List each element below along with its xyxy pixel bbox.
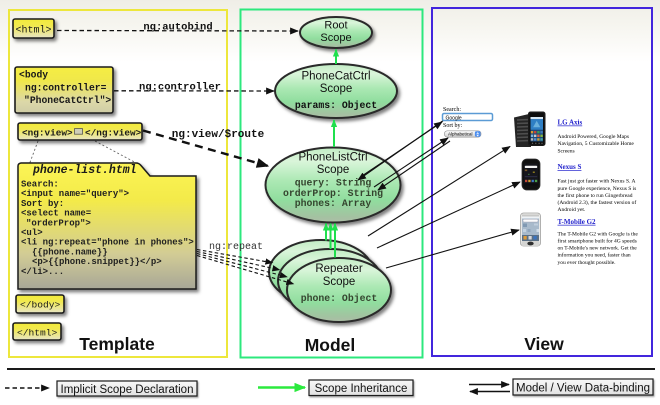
svg-text:</html>: </html> <box>17 327 58 338</box>
svg-text:phone: Object: phone: Object <box>301 293 377 304</box>
svg-text:PhoneCatCtrl: PhoneCatCtrl <box>301 71 370 83</box>
svg-text:ng:controller=: ng:controller= <box>25 82 107 93</box>
svg-text:first smartphone built for 4G: first smartphone built for 4G speeds <box>558 238 637 245</box>
svg-text:Model / View Data-binding: Model / View Data-binding <box>516 382 650 394</box>
svg-text:"PhoneCatCtrl">: "PhoneCatCtrl"> <box>24 95 111 106</box>
svg-text:<p>{{phone.snippet}}</p>: <p>{{phone.snippet}}</p> <box>32 257 162 267</box>
svg-text:query: String: query: String <box>295 178 372 189</box>
svg-text:Scope: Scope <box>317 164 350 176</box>
svg-text:Nexus S: Nexus S <box>558 163 582 171</box>
svg-text:Navigation, 5 Customizable Hom: Navigation, 5 Customizable Home <box>558 141 635 147</box>
svg-text:</ng:view>: </ng:view> <box>85 127 142 138</box>
svg-text:Android yet.: Android yet. <box>558 207 586 213</box>
svg-text:the first phone to run Gingerb: the first phone to run Gingerbread <box>558 192 633 199</box>
svg-text:Scope: Scope <box>320 32 351 44</box>
svg-text:on T-Mobile's new network. Get: on T-Mobile's new network. Get the <box>558 246 638 252</box>
svg-text:{{phone.name}}: {{phone.name}} <box>32 247 108 257</box>
svg-text:ng:controller: ng:controller <box>139 81 221 93</box>
svg-text:Implicit Scope Declaration: Implicit Scope Declaration <box>61 384 194 396</box>
svg-text:Fast just got faster with Nexu: Fast just got faster with Nexus S. A <box>558 178 636 185</box>
svg-text:Model: Model <box>305 335 356 355</box>
svg-text:Search:: Search: <box>21 180 59 190</box>
svg-text:Repeater: Repeater <box>315 263 362 275</box>
svg-text:ng:view/$route: ng:view/$route <box>172 129 265 141</box>
svg-text:orderProp: String: orderProp: String <box>283 188 383 199</box>
svg-text:Screens: Screens <box>558 148 575 154</box>
svg-text:Sort by:: Sort by: <box>21 199 64 209</box>
svg-text:View: View <box>524 334 564 354</box>
svg-text:Scope: Scope <box>323 276 356 288</box>
svg-text:Scope Inheritance: Scope Inheritance <box>315 383 408 395</box>
svg-text:ng:repeat: ng:repeat <box>209 242 263 253</box>
svg-text:<body: <body <box>19 70 48 81</box>
svg-text:Search:: Search: <box>443 107 461 113</box>
svg-text:you ever thought possible.: you ever thought possible. <box>558 260 617 266</box>
svg-text:"orderProp">: "orderProp"> <box>26 218 91 228</box>
svg-text:Google: Google <box>446 115 462 121</box>
svg-text:PhoneListCtrl: PhoneListCtrl <box>298 152 367 164</box>
svg-text:phone-list.html: phone-list.html <box>32 164 137 177</box>
svg-text:Android Powered, Google Maps: Android Powered, Google Maps <box>558 134 630 140</box>
svg-text:ng:autobind: ng:autobind <box>143 21 212 33</box>
svg-text:<input name="query">: <input name="query"> <box>21 189 129 199</box>
svg-text:</li>...: </li>... <box>21 267 64 277</box>
svg-text:</body>: </body> <box>20 300 61 311</box>
svg-text:The T-Mobile G2 with Google is: The T-Mobile G2 with Google is the <box>558 231 639 237</box>
svg-text:<ng:view>: <ng:view> <box>22 127 73 138</box>
svg-text:(Android 2.3), the fastest ver: (Android 2.3), the fastest version of <box>558 199 637 206</box>
svg-text:LG Axis: LG Axis <box>558 119 583 127</box>
svg-text:params: Object: params: Object <box>295 100 377 111</box>
svg-text:Sort by:: Sort by: <box>443 123 463 129</box>
svg-text:<li ng:repeat="phone in phones: <li ng:repeat="phone in phones"> <box>21 238 194 248</box>
svg-text:pure Google experience, Nexus: pure Google experience, Nexus S is <box>558 186 637 192</box>
svg-text:<ul>: <ul> <box>21 228 43 238</box>
svg-text:Root: Root <box>324 20 347 32</box>
svg-text:<select name=: <select name= <box>21 209 91 219</box>
svg-text:Alphabetical: Alphabetical <box>448 132 473 137</box>
svg-text:T-Mobile G2: T-Mobile G2 <box>558 218 597 226</box>
svg-text:Template: Template <box>79 334 155 354</box>
svg-text:<html>: <html> <box>15 25 51 37</box>
svg-text:phones: Array: phones: Array <box>295 198 372 209</box>
svg-text:information you need, faster t: information you need, faster than <box>558 252 631 259</box>
svg-text:Scope: Scope <box>320 83 353 95</box>
